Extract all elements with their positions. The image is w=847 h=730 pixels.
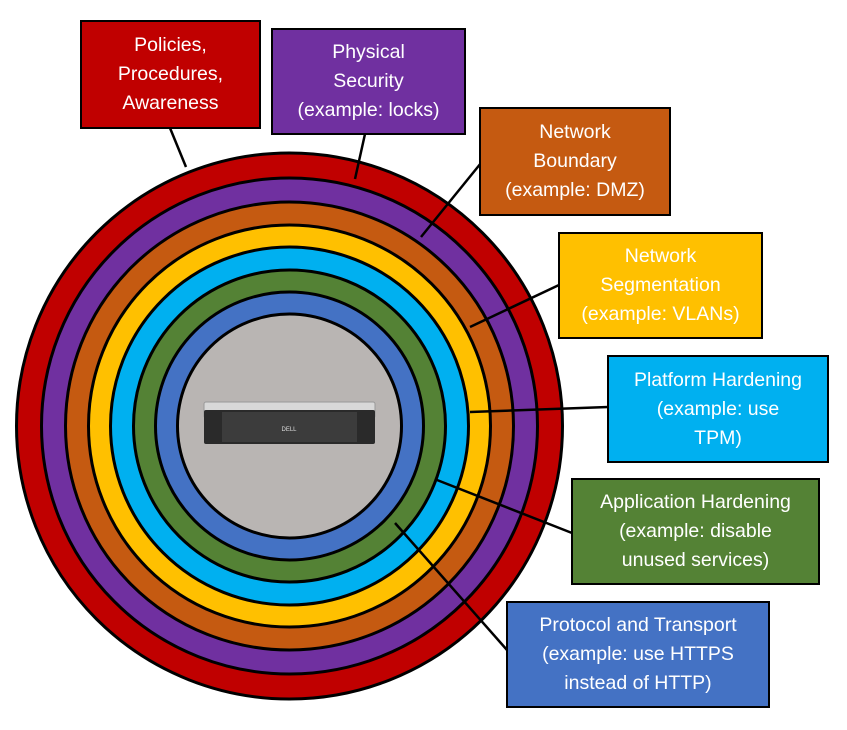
- label-network-segmentation: Network Segmentation (example: VLANs): [558, 232, 763, 339]
- connector-segmentation: [469, 283, 560, 329]
- label-network-boundary: Network Boundary (example: DMZ): [479, 107, 671, 216]
- connector-lines: [168, 127, 609, 651]
- connector-platform: [469, 405, 609, 414]
- connector-physical: [353, 133, 367, 180]
- connector-protocol: [394, 522, 508, 651]
- label-policies: Policies, Procedures, Awareness: [80, 20, 261, 129]
- label-physical-security: Physical Security (example: locks): [271, 28, 466, 135]
- server-logo: DELL: [281, 427, 297, 433]
- label-application-hardening: Application Hardening (example: disable …: [571, 478, 820, 585]
- connector-policies: [168, 127, 188, 168]
- server-image: DELL: [203, 401, 376, 444]
- label-platform-hardening: Platform Hardening (example: use TPM): [607, 355, 829, 463]
- connector-boundary: [420, 162, 482, 238]
- connector-application: [436, 478, 573, 535]
- label-protocol-transport: Protocol and Transport (example: use HTT…: [506, 601, 770, 708]
